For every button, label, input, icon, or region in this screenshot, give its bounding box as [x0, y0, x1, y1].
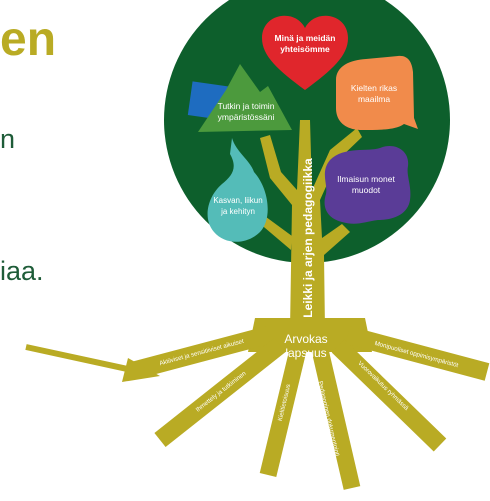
- text-fragment-2: iaa.: [0, 256, 44, 286]
- leaf-label-expression-2: muodot: [352, 185, 381, 195]
- trunk-label: Leikki ja arjen pedagogiikka: [301, 158, 315, 318]
- leaf-label-expression-1: Ilmaisun monet: [337, 174, 395, 184]
- leaf-label-growth-2: ja kehityn: [220, 207, 255, 216]
- leaf-label-community-1: Minä ja meidän: [275, 33, 336, 43]
- leaf-label-growth-1: Kasvan, liikun: [213, 196, 262, 205]
- root-center-line1: Arvokas: [284, 332, 327, 346]
- mountain-leaf: [198, 64, 292, 132]
- leaf-label-languages-2: maailma: [358, 94, 390, 104]
- leaf-label-community-2: yhteisömme: [280, 44, 330, 54]
- tree-roots: [133, 326, 490, 490]
- text-fragment-1: n: [0, 124, 16, 154]
- arrow-icon: [25, 344, 160, 382]
- heart-leaf: [262, 15, 348, 91]
- blob-leaf: [324, 146, 411, 224]
- drop-leaf: [207, 138, 268, 242]
- root-center-line2: lapsuus: [285, 346, 326, 360]
- heading-fragment: en: [0, 13, 57, 66]
- root-label-wonder: Ihmettely ja tutkiminen: [195, 370, 248, 414]
- leaf-label-explore-1: Tutkin ja toimin: [218, 101, 275, 111]
- root-label-interaction: Vuorovaikutus ryhmässä: [356, 360, 410, 412]
- leaf-label-languages-1: Kielten rikas: [351, 83, 397, 93]
- leaf-label-explore-2: ympäristössäni: [218, 112, 275, 122]
- speech-bubble-leaf: [336, 55, 418, 130]
